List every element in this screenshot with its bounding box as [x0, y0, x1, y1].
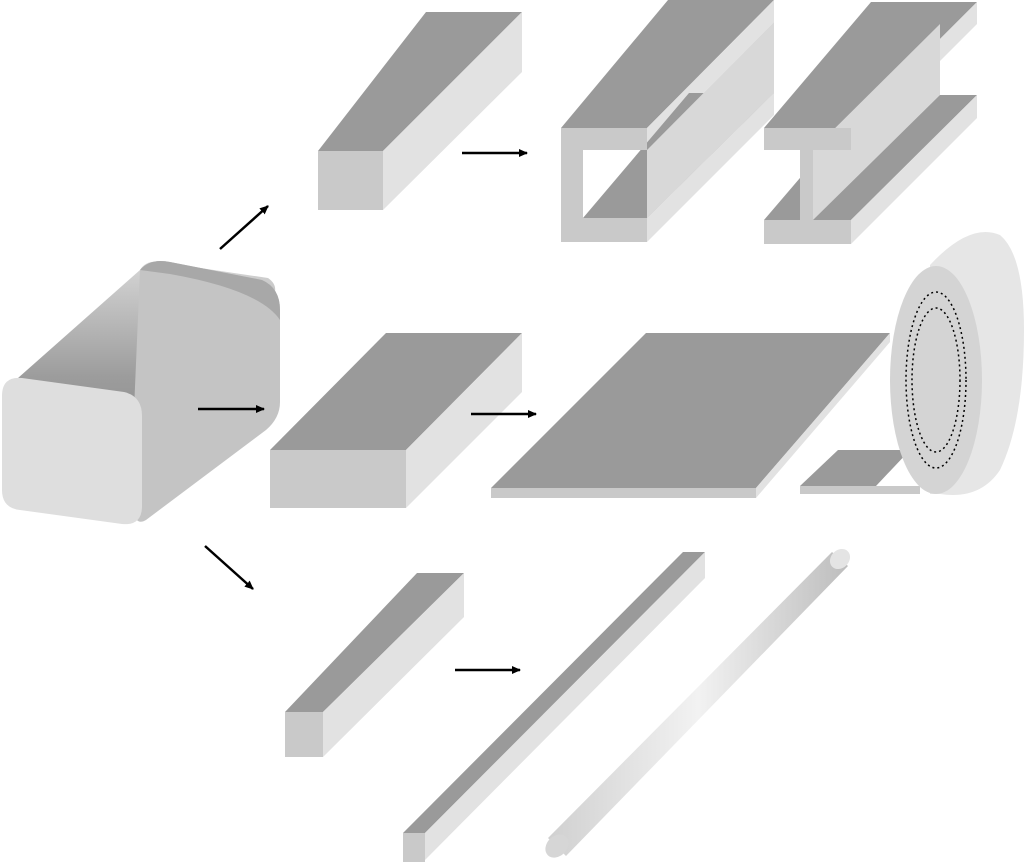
arrow-ingot-to-bloom — [219, 205, 269, 250]
coil-roll — [800, 231, 1024, 495]
billet-bar — [285, 573, 464, 757]
bloom-bar — [318, 12, 522, 210]
ingot-block — [2, 261, 280, 525]
plate-sheet — [491, 333, 890, 498]
round-rod — [545, 548, 851, 858]
i-beam — [764, 2, 977, 244]
arrow-ingot-to-billet — [204, 545, 254, 590]
arrows — [198, 149, 537, 674]
square-bar — [403, 552, 705, 862]
channel-beam — [561, 0, 774, 242]
slab-block — [270, 333, 522, 508]
